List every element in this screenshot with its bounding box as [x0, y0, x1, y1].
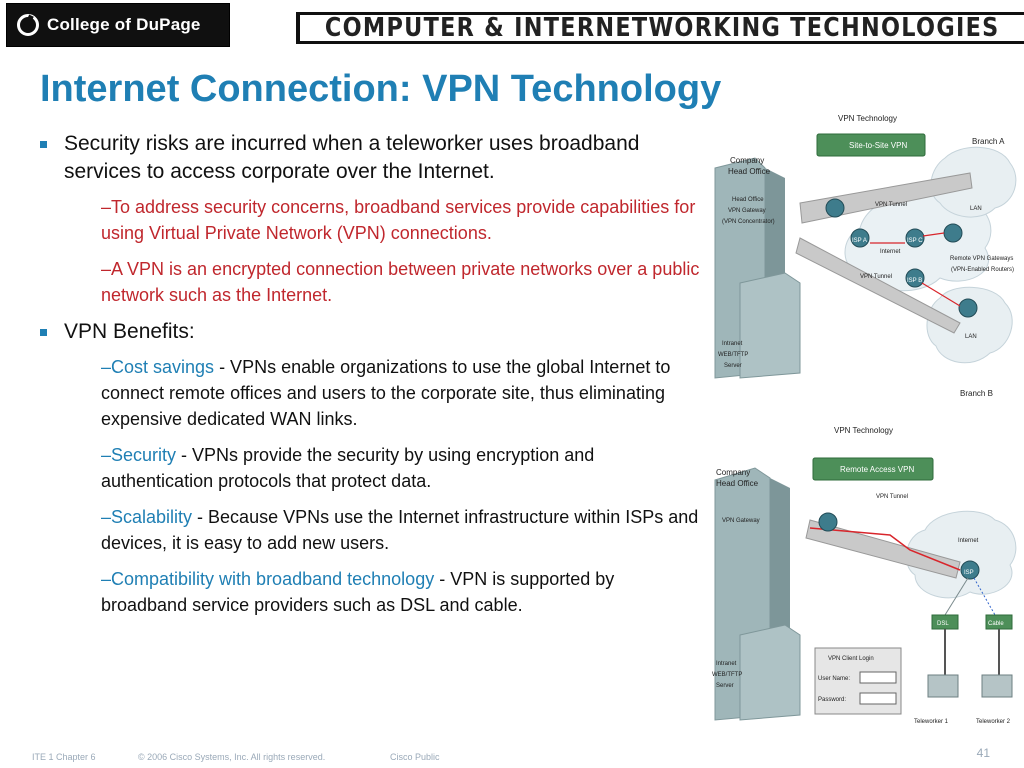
department-name: COMPUTER & INTERNETWORKING TECHNOLOGIES [324, 13, 1000, 43]
svg-text:WEB/TFTP: WEB/TFTP [718, 352, 748, 358]
site-to-site-vpn-illustration: VPN Technology Site-to-Site VPN Company … [710, 108, 1022, 406]
svg-text:VPN Tunnel: VPN Tunnel [875, 202, 907, 208]
college-logo[interactable]: College of DuPage [6, 3, 230, 47]
sub-bullet-address-security: –To address security concerns, broadband… [101, 197, 696, 243]
svg-text:DSL: DSL [937, 621, 949, 627]
department-banner: COMPUTER & INTERNETWORKING TECHNOLOGIES [296, 12, 1024, 44]
college-logo-icon [17, 14, 39, 36]
svg-text:ISP A: ISP A [852, 238, 867, 244]
svg-text:Cable: Cable [988, 621, 1004, 627]
logo-text: College of DuPage [47, 15, 201, 34]
svg-text:LAN: LAN [970, 206, 982, 212]
diagram1-company: Company [730, 156, 764, 165]
svg-text:ISP: ISP [964, 570, 974, 576]
diagram1-banner: Site-to-Site VPN [849, 141, 907, 150]
diagram1-head-office: Head Office [728, 167, 771, 176]
slide-title: Internet Connection: VPN Technology [40, 68, 722, 110]
svg-text:ISP B: ISP B [907, 278, 922, 284]
svg-text:ISP C: ISP C [907, 238, 923, 244]
bullet-marker-icon [40, 141, 47, 148]
svg-text:LAN: LAN [965, 334, 977, 340]
svg-text:Internet: Internet [880, 249, 901, 255]
header-bar: College of DuPage COMPUTER & INTERNETWOR… [0, 0, 1024, 58]
svg-text:(VPN Concentrator): (VPN Concentrator) [722, 219, 775, 225]
svg-text:VPN Client Login: VPN Client Login [828, 656, 874, 662]
diagram2-company: Company [716, 468, 750, 477]
svg-text:Remote VPN Gateways: Remote VPN Gateways [950, 256, 1013, 262]
svg-text:Teleworker 1: Teleworker 1 [914, 719, 949, 725]
benefit-security: –Security - VPNs provide the security by… [101, 445, 595, 491]
benefit-compatibility: –Compatibility with broadband technology… [101, 569, 615, 615]
router-icon [958, 298, 978, 318]
router-icon [960, 560, 980, 580]
router-icon [850, 228, 870, 248]
benefit-scalability: –Scalability - Because VPNs use the Inte… [101, 507, 699, 553]
svg-text:VPN Gateway: VPN Gateway [722, 518, 760, 524]
svg-text:VPN Gateway: VPN Gateway [728, 208, 766, 214]
bullet-marker-icon [40, 329, 47, 336]
router-icon [905, 268, 925, 288]
footer-course: ITE 1 Chapter 6 [32, 752, 96, 762]
laptop-icon [981, 674, 1013, 698]
router-icon [825, 198, 845, 218]
svg-text:Password:: Password: [818, 697, 846, 703]
diagram2-head-office: Head Office [716, 479, 759, 488]
slide-body: Security risks are incurred when a telew… [40, 130, 700, 628]
diagram2-banner: Remote Access VPN [840, 465, 914, 474]
svg-text:Intranet: Intranet [716, 661, 737, 667]
bullet-vpn-benefits: VPN Benefits: [40, 318, 700, 346]
remote-access-vpn-illustration: VPN Technology Remote Access VPN Company… [710, 420, 1022, 734]
svg-text:User Name:: User Name: [818, 676, 850, 682]
diagram1-branch-b: Branch B [960, 389, 993, 398]
svg-text:(VPN-Enabled Routers): (VPN-Enabled Routers) [951, 267, 1014, 273]
diagram1-branch-a: Branch A [972, 137, 1005, 146]
site-to-site-vpn-diagram: VPN Technology Site-to-Site VPN Company … [710, 108, 1022, 406]
svg-text:Internet: Internet [958, 538, 979, 544]
diagram1-banner-box [816, 133, 926, 157]
svg-text:VPN Tunnel: VPN Tunnel [876, 494, 908, 500]
svg-text:Intranet: Intranet [722, 341, 743, 347]
bullet-security-risks: Security risks are incurred when a telew… [40, 130, 700, 186]
benefit-cost-savings: –Cost savings - VPNs enable organization… [101, 357, 671, 429]
remote-access-vpn-diagram: VPN Technology Remote Access VPN Company… [710, 420, 1022, 734]
laptop-icon [927, 674, 959, 698]
page-number: 41 [976, 746, 990, 760]
svg-text:VPN Tunnel: VPN Tunnel [860, 274, 892, 280]
svg-text:Server: Server [716, 683, 734, 689]
diagram1-title: VPN Technology [838, 114, 897, 123]
vpn-username-field[interactable] [859, 671, 897, 684]
svg-text:WEB/TFTP: WEB/TFTP [712, 672, 742, 678]
router-icon [905, 228, 925, 248]
router-icon [818, 512, 838, 532]
sub-bullet-vpn-definition: –A VPN is an encrypted connection betwee… [101, 259, 700, 305]
svg-text:Server: Server [724, 363, 742, 369]
svg-text:Head Office: Head Office [732, 197, 764, 203]
vpn-password-field[interactable] [859, 692, 897, 705]
diagram2-banner-box [812, 457, 934, 481]
footer-classification: Cisco Public [390, 752, 440, 762]
diagram2-title: VPN Technology [834, 426, 893, 435]
footer-copyright: © 2006 Cisco Systems, Inc. All rights re… [138, 752, 326, 762]
router-icon [943, 223, 963, 243]
svg-text:Teleworker 2: Teleworker 2 [976, 719, 1011, 725]
